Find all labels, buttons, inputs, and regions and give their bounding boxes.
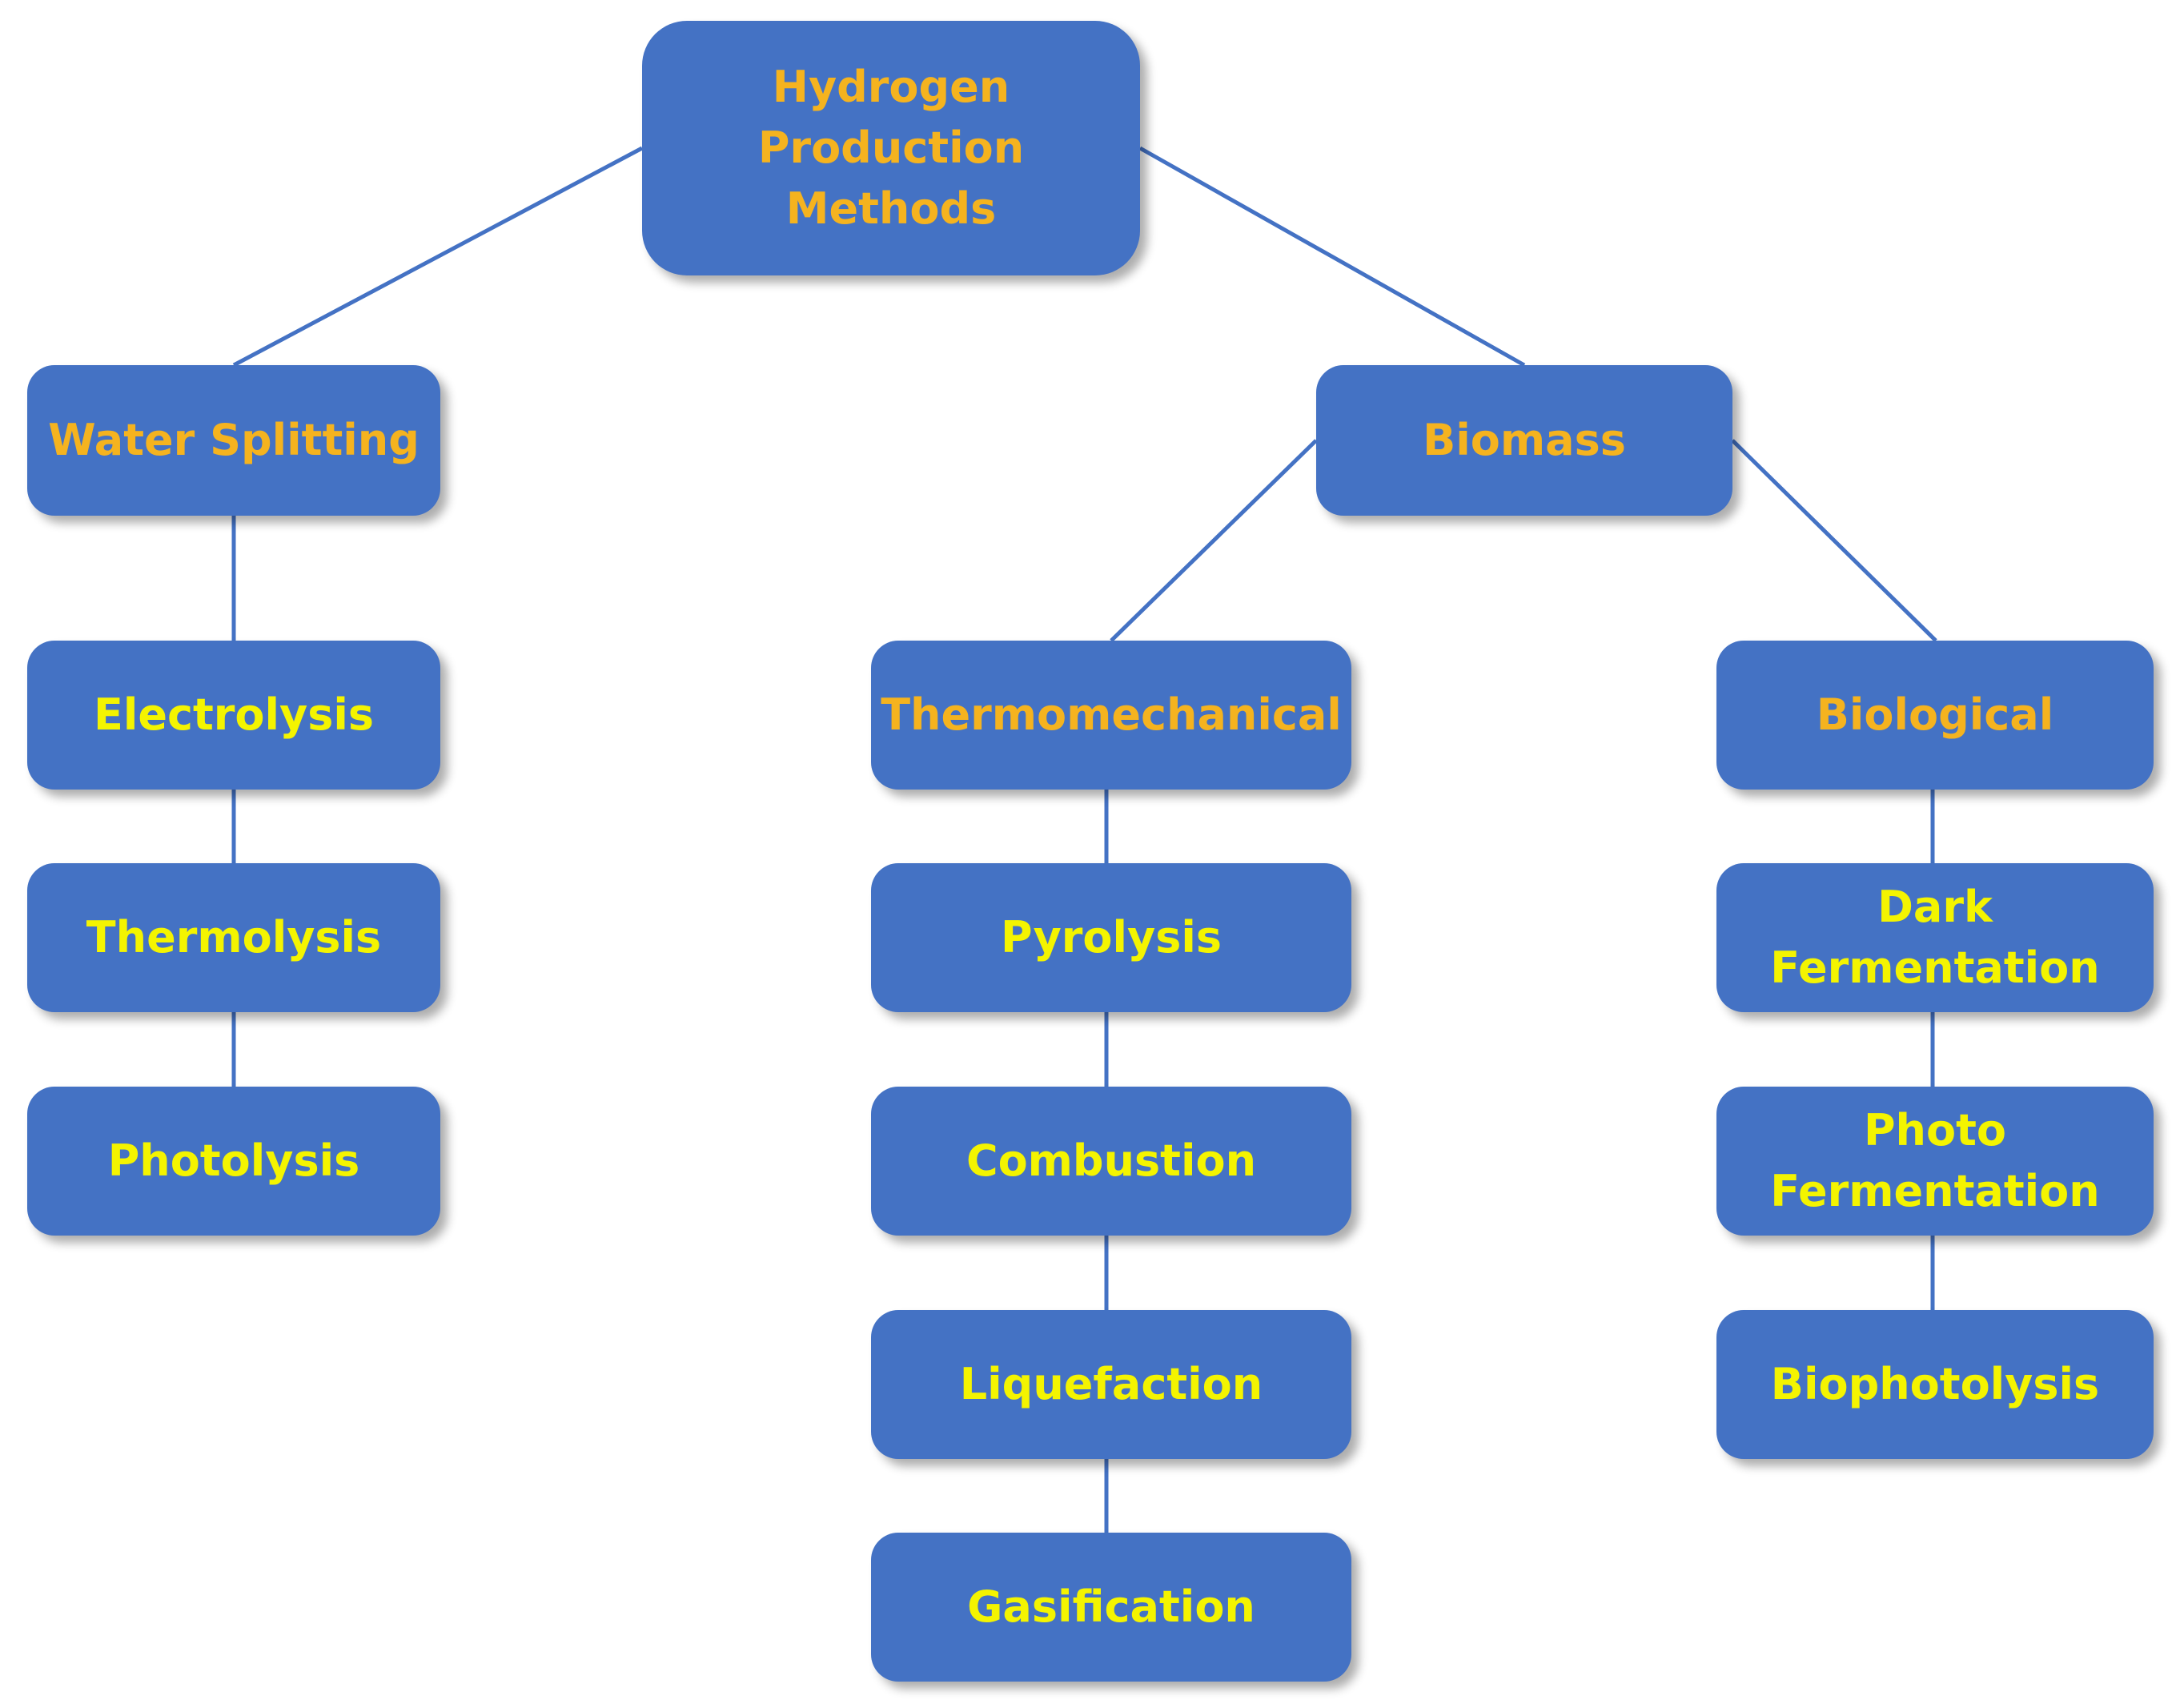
gasification-node: Gasification (871, 1533, 1351, 1682)
dark-fermentation-node: Dark Fermentation (1716, 863, 2154, 1012)
liquefaction-node: Liquefaction (871, 1310, 1351, 1459)
connector-root-water-splitting (232, 146, 644, 368)
connector-biomass-biological (1731, 439, 1937, 642)
combustion-node: Combustion (871, 1087, 1351, 1236)
biomass-node: Biomass (1316, 365, 1732, 516)
connector-root-biomass (1138, 146, 1526, 368)
thermolysis-node: Thermolysis (27, 863, 440, 1012)
photo-fermentation-node: Photo Fermentation (1716, 1087, 2154, 1236)
pyrolysis-node: Pyrolysis (871, 863, 1351, 1012)
electrolysis-node: Electrolysis (27, 641, 440, 790)
photolysis-node: Photolysis (27, 1087, 440, 1236)
root-node: Hydrogen Production Methods (642, 21, 1140, 275)
connector-biomass-thermomechanical (1110, 439, 1318, 642)
thermomechanical-node: Thermomechanical (871, 641, 1351, 790)
biological-node: Biological (1716, 641, 2154, 790)
water-splitting-node: Water Splitting (27, 365, 440, 516)
biophotolysis-node: Biophotolysis (1716, 1310, 2154, 1459)
